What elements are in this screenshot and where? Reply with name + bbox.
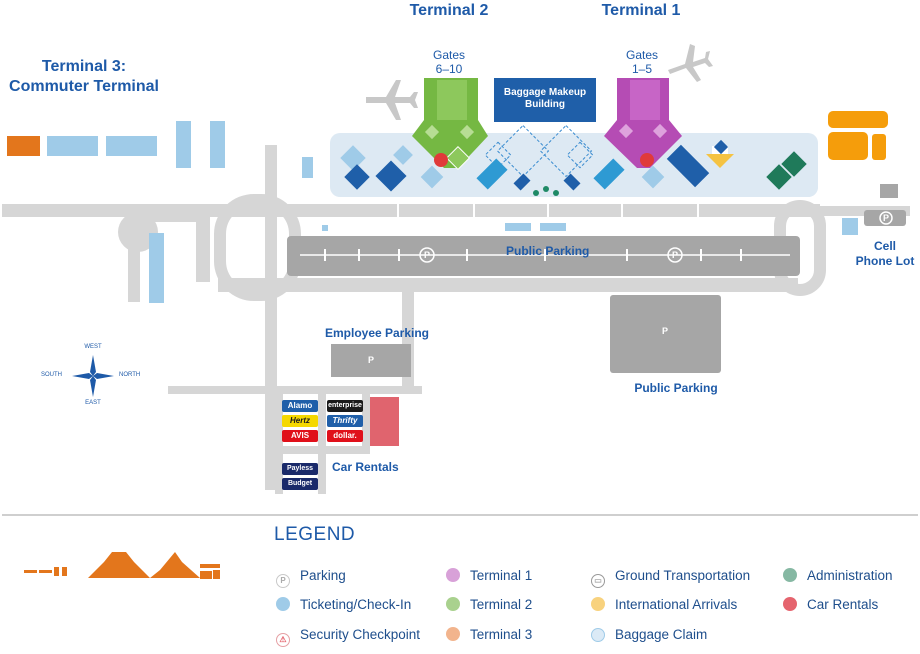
public-parking-main-lot (287, 236, 800, 276)
car-rentals-label: Car Rentals (332, 460, 399, 474)
terminal-2-gates-range: 6–10 (435, 62, 463, 76)
legend-label: Terminal 3 (470, 627, 533, 642)
legend-label: Ticketing/Check-In (300, 597, 412, 612)
car-rentals-swatch (783, 597, 797, 611)
employee-parking-lot (331, 344, 411, 377)
cell-phone-lot-line2: Phone Lot (855, 254, 915, 268)
terminal-1-building (604, 78, 682, 168)
terminal-1-gates-label: Gates (625, 48, 659, 62)
legend-mini-map (24, 552, 220, 579)
terminal-2-building (412, 78, 488, 171)
ground-transportation-area (828, 111, 888, 160)
legend-item-security: ⚠ Security Checkpoint (276, 626, 421, 647)
administration-building (766, 151, 807, 190)
cell-phone-lot-label: Cell Phone Lot (856, 239, 915, 269)
terminal-2-swatch (446, 597, 460, 611)
rental-dollar: dollar. (327, 430, 363, 442)
rental-budget: Budget (282, 478, 318, 490)
compass-north: NORTH (119, 372, 141, 378)
terminal-1-swatch (446, 568, 460, 582)
legend-item-car-rentals: Car Rentals (783, 596, 878, 614)
public-parking-south-lot (610, 295, 721, 373)
rental-hertz: Hertz (282, 415, 318, 427)
terminal-2-gates: Gates 6–10 (433, 48, 465, 76)
terminal-1-gates: Gates 1–5 (626, 48, 658, 76)
legend-item-ticketing: Ticketing/Check-In (276, 596, 411, 614)
legend-label: Administration (807, 568, 893, 583)
administration-swatch (783, 568, 797, 582)
bus-icon: ▭ (591, 574, 605, 588)
terminal-3-swatch (446, 627, 460, 641)
compass-east: EAST (85, 400, 101, 406)
parking-symbol: P (882, 213, 890, 223)
legend-item-parking: P Parking (276, 567, 346, 588)
legend-item-terminal-2: Terminal 2 (446, 596, 532, 614)
compass-rose (72, 355, 114, 397)
baggage-makeup-label: Baggage Makeup Building (504, 87, 586, 111)
public-parking-south-label: Public Parking (634, 381, 718, 395)
compass-west: WEST (84, 344, 102, 350)
cell-phone-lot-line1: Cell (873, 239, 897, 253)
terminal-1-title: Terminal 1 (601, 2, 681, 19)
legend-label: Car Rentals (807, 597, 879, 612)
parking-symbol: P (423, 250, 431, 260)
walkways (397, 200, 699, 236)
legend-item-terminal-1: Terminal 1 (446, 567, 532, 585)
baggage-icon (591, 628, 605, 642)
rental-payless: Payless (282, 463, 318, 475)
landscape-dots (533, 186, 559, 196)
legend-item-administration: Administration (783, 567, 893, 585)
ticketing-swatch (276, 597, 290, 611)
legend-label: Parking (300, 568, 346, 583)
baggage-makeup-line2: Building (525, 99, 565, 110)
security-checkpoint-icon (434, 153, 654, 167)
airplane-icon (366, 44, 713, 120)
rental-thrifty: Thrifty (327, 415, 363, 427)
baggage-makeup-line1: Baggage Makeup (503, 87, 587, 98)
parking-symbol: P (367, 355, 375, 365)
terminal-3-title-line1: Terminal 3: (41, 58, 127, 75)
legend-label: Terminal 1 (470, 568, 533, 583)
baggage-makeup-building (494, 78, 596, 122)
rental-alamo: Alamo (282, 400, 318, 412)
rental-avis: AVIS (282, 430, 318, 442)
terminal-2-title: Terminal 2 (409, 2, 489, 19)
legend-label: Baggage Claim (615, 627, 708, 642)
terminal-1-gates-range: 1–5 (631, 62, 653, 76)
terminal-3-title-line2: Commuter Terminal (9, 78, 159, 95)
legend-label: Terminal 2 (470, 597, 533, 612)
car-rental-return-lot (370, 397, 399, 446)
road-network (2, 145, 910, 494)
terminal-2-gates-label: Gates (432, 48, 466, 62)
international-arrivals-swatch (591, 597, 605, 611)
legend-item-international-arrivals: International Arrivals (591, 596, 737, 614)
legend-label: Ground Transportation (615, 568, 751, 583)
legend-item-terminal-3: Terminal 3 (446, 626, 532, 644)
legend-label: International Arrivals (615, 597, 738, 612)
legend-title: LEGEND (274, 524, 356, 545)
legend-item-ground-transportation: ▭ Ground Transportation (591, 567, 751, 588)
rental-enterprise: enterprise (327, 400, 363, 412)
public-parking-main-label: Public Parking (506, 244, 590, 258)
parking-symbol: P (671, 250, 679, 260)
employee-parking-label: Employee Parking (324, 326, 430, 340)
parking-symbol: P (661, 326, 669, 336)
security-checkpoint-icon: ⚠ (276, 633, 290, 647)
terminal-3-buildings (7, 121, 313, 303)
parking-icon: P (276, 574, 290, 588)
legend-label: Security Checkpoint (300, 627, 421, 642)
legend-item-baggage-claim: Baggage Claim (591, 626, 707, 644)
compass-south: SOUTH (41, 372, 62, 378)
